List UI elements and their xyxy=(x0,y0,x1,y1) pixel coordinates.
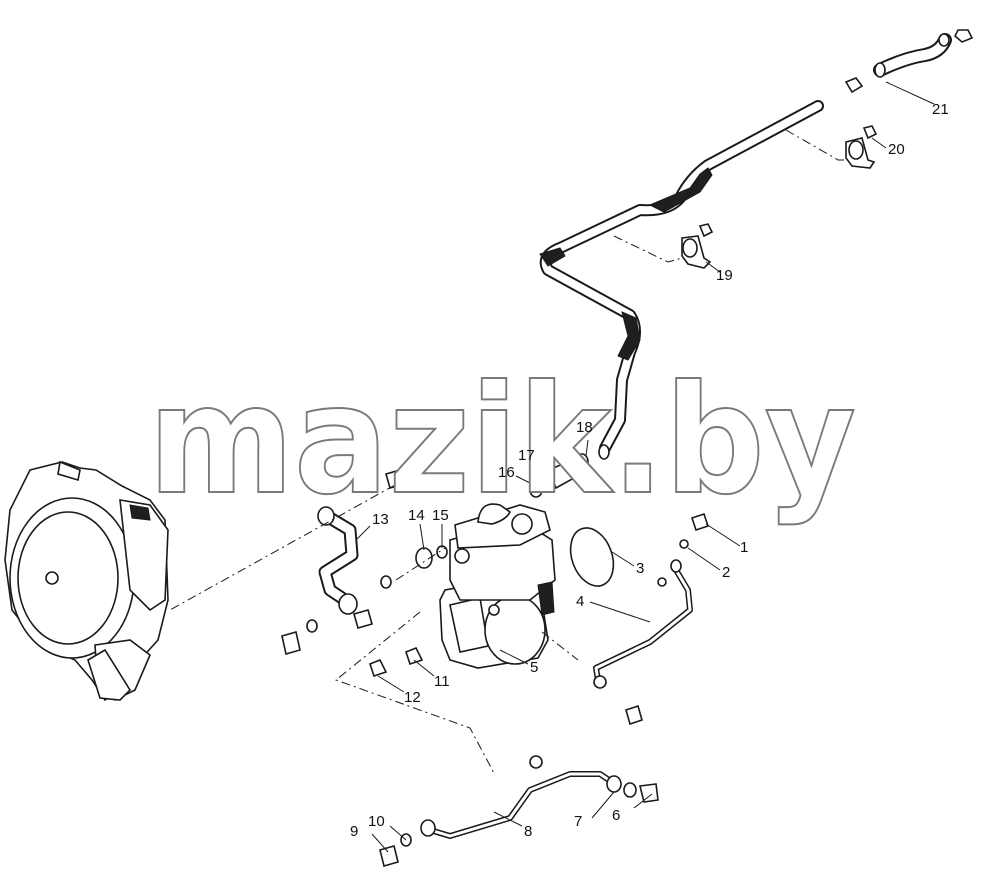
callout-4: 4 xyxy=(576,593,584,610)
callout-20: 20 xyxy=(888,141,905,158)
watermark-text: mazik.by xyxy=(148,354,856,528)
compressor-5 xyxy=(439,503,556,669)
callout-1: 1 xyxy=(740,539,748,556)
construction-lines xyxy=(169,129,846,776)
bolts-group xyxy=(281,545,448,678)
pipe-4 xyxy=(593,512,710,726)
pipe-13 xyxy=(317,469,405,615)
callout-5: 5 xyxy=(530,659,538,676)
callout-12: 12 xyxy=(404,689,421,706)
fitting-16-17-18 xyxy=(529,444,610,498)
callout-15: 15 xyxy=(432,507,449,524)
callout-7: 7 xyxy=(574,813,582,830)
callout-13: 13 xyxy=(372,511,389,528)
callout-16: 16 xyxy=(498,464,515,481)
callout-19: 19 xyxy=(716,267,733,284)
callout-21: 21 xyxy=(932,101,949,118)
callout-11: 11 xyxy=(434,673,450,690)
callout-9: 9 xyxy=(350,823,358,840)
pipe-8 xyxy=(379,755,659,867)
callout-14: 14 xyxy=(408,507,425,524)
clamp-20 xyxy=(845,125,878,169)
callout-2: 2 xyxy=(722,564,730,581)
callout-10: 10 xyxy=(368,813,385,830)
clamp-19 xyxy=(681,223,714,269)
leader-lines xyxy=(355,81,935,853)
callout-17: 17 xyxy=(518,447,535,464)
pipe-upper xyxy=(539,100,824,454)
engine-housing xyxy=(4,460,169,702)
callout-6: 6 xyxy=(612,807,620,824)
callout-labels: 1 2 3 4 5 6 7 8 9 10 11 12 13 14 15 16 1… xyxy=(350,101,949,840)
hose-21 xyxy=(844,29,974,94)
callout-8: 8 xyxy=(524,823,532,840)
callout-3: 3 xyxy=(636,560,644,577)
o-ring-3 xyxy=(569,527,615,587)
callout-18: 18 xyxy=(576,419,593,436)
